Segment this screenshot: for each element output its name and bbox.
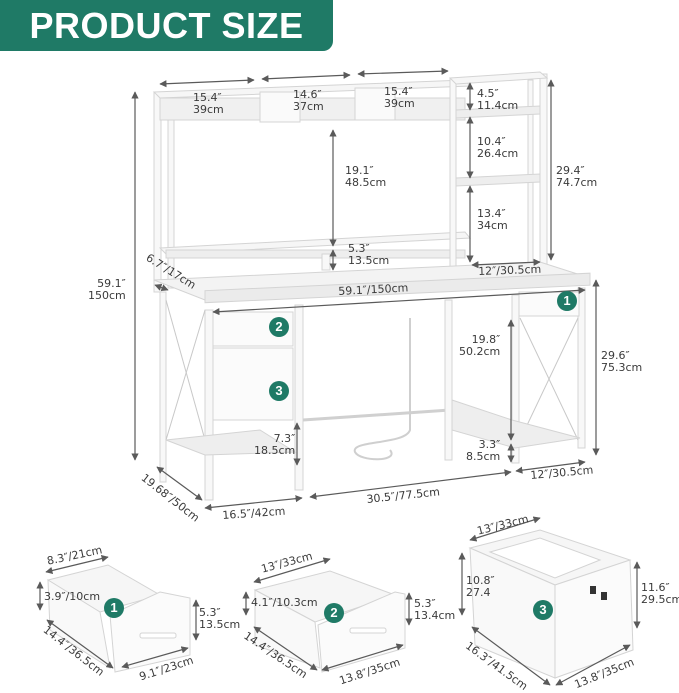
badge-1: 1 bbox=[557, 291, 577, 311]
badge-3: 3 bbox=[269, 381, 289, 401]
desk-height-label: 29.6″75.3cm bbox=[601, 349, 643, 374]
drawer3-badge: 3 bbox=[533, 600, 553, 620]
hutch-clearance-label: 19.1″48.5cm bbox=[345, 164, 387, 189]
monitor-shelf-height-label: 5.3″13.5cm bbox=[348, 242, 390, 267]
side-shelf-3-label: 13.4″34cm bbox=[477, 207, 508, 232]
side-shelf-2-label: 10.4″26.4cm bbox=[477, 135, 519, 160]
drawer1-front-height: 5.3″13.5cm bbox=[199, 606, 241, 631]
legroom-height-label: 19.8″50.2cm bbox=[459, 333, 501, 358]
side-shelf-1-label: 4.5″11.4cm bbox=[477, 87, 519, 112]
banner-title: PRODUCT SIZE bbox=[29, 4, 304, 46]
drawer1-badge: 1 bbox=[104, 598, 124, 618]
hutch-middle-label: 14.6″37cm bbox=[293, 88, 324, 113]
bottom-shelf-label: 7.3″18.5cm bbox=[254, 432, 296, 457]
drawer2-inner-height: 4.1″/10.3cm bbox=[251, 596, 318, 609]
desk-drawing bbox=[152, 71, 591, 501]
dimension-lines bbox=[131, 67, 600, 511]
total-height-label: 59.1″150cm bbox=[88, 277, 126, 302]
product-size-banner: PRODUCT SIZE bbox=[0, 0, 333, 51]
side-unit-height-label: 29.4″74.7cm bbox=[556, 164, 598, 189]
drawer1-inner-height: 3.9″/10cm bbox=[44, 590, 101, 603]
drawer3-front-height: 11.6″29.5cm bbox=[641, 581, 679, 606]
hutch-left-label: 15.4″39cm bbox=[193, 91, 224, 116]
drawer2-front-height: 5.3″13.4cm bbox=[414, 597, 456, 622]
lock-icon bbox=[590, 586, 607, 600]
side-unit-width-label: 12″/30.5cm bbox=[477, 262, 542, 278]
badge-2: 2 bbox=[269, 317, 289, 337]
drawer3-inner-height: 10.8″27.4 bbox=[466, 574, 495, 599]
bottom-clearance-label: 3.3″8.5cm bbox=[466, 438, 501, 463]
drawer2-badge: 2 bbox=[324, 603, 344, 623]
hutch-right-label: 15.4″39cm bbox=[384, 85, 415, 110]
